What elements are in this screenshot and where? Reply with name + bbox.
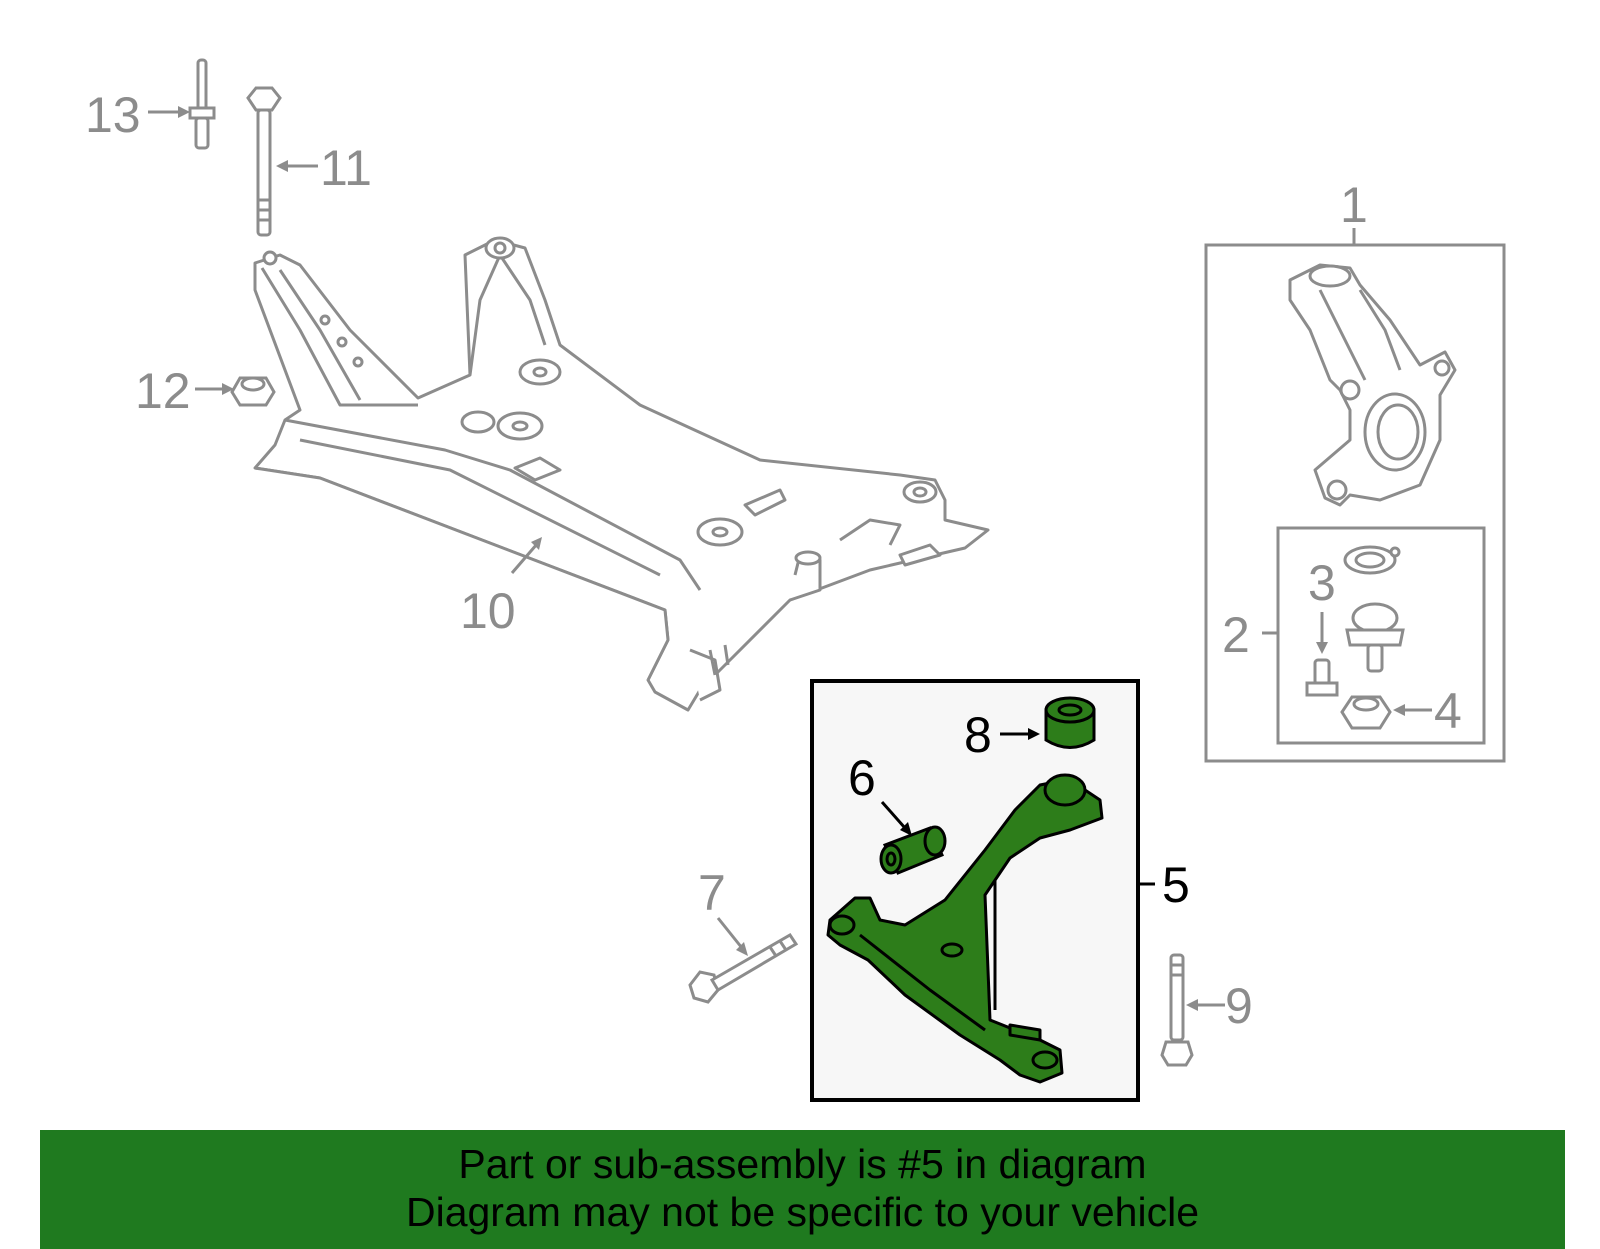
- part-3-bolt: [1305, 658, 1339, 697]
- callout-1: 1: [1340, 177, 1368, 233]
- banner-line-1: Part or sub-assembly is #5 in diagram: [458, 1141, 1147, 1187]
- info-banner: Part or sub-assembly is #5 in diagram Di…: [40, 1130, 1565, 1249]
- callout-3: 3: [1308, 555, 1336, 611]
- part-1-knuckle: [1288, 263, 1457, 507]
- callout-5: 5: [1162, 857, 1190, 913]
- part-4-arrowhead: [1393, 704, 1405, 716]
- part-10-leader: [510, 543, 539, 574]
- part-6-arrowhead: [900, 822, 912, 836]
- callout-10: 10: [460, 583, 516, 639]
- callout-4: 4: [1434, 683, 1462, 739]
- callout-2: 2: [1222, 607, 1250, 663]
- part-13-arrowhead: [178, 106, 190, 118]
- callout-9: 9: [1225, 978, 1253, 1034]
- part-10-arrowhead: [531, 537, 542, 550]
- banner-line-2: Diagram may not be specific to your vehi…: [405, 1189, 1199, 1235]
- part-7-arrowhead: [736, 942, 748, 956]
- part-12-arrowhead: [222, 383, 234, 395]
- callout-7: 7: [698, 865, 726, 921]
- part-6-bushing: [879, 825, 947, 875]
- part-10-subframe: [253, 236, 990, 712]
- part-9-arrowhead: [1186, 999, 1198, 1011]
- part-12-nut: [230, 376, 276, 407]
- part-13-stud: [188, 58, 216, 150]
- part-11-arrowhead: [276, 160, 288, 172]
- part-2-clip: [1343, 545, 1401, 575]
- part-11-bolt: [246, 86, 282, 237]
- callout-8: 8: [964, 707, 992, 763]
- part-3-arrowhead: [1316, 642, 1328, 654]
- callout-12: 12: [135, 363, 191, 419]
- part-7-leader: [716, 917, 744, 949]
- part-9-bolt: [1160, 953, 1194, 1067]
- callout-6: 6: [848, 750, 876, 806]
- part-8-arrowhead: [1028, 728, 1040, 740]
- part-5-control-arm: [826, 773, 1104, 1084]
- part-4-nut: [1340, 695, 1392, 730]
- callout-11: 11: [320, 140, 372, 196]
- part-6-leader: [880, 801, 907, 829]
- part-7-bolt: [688, 932, 799, 1004]
- part-2-balljoint: [1345, 602, 1405, 673]
- part-8-bushing: [1044, 696, 1096, 749]
- callout-13: 13: [85, 87, 141, 143]
